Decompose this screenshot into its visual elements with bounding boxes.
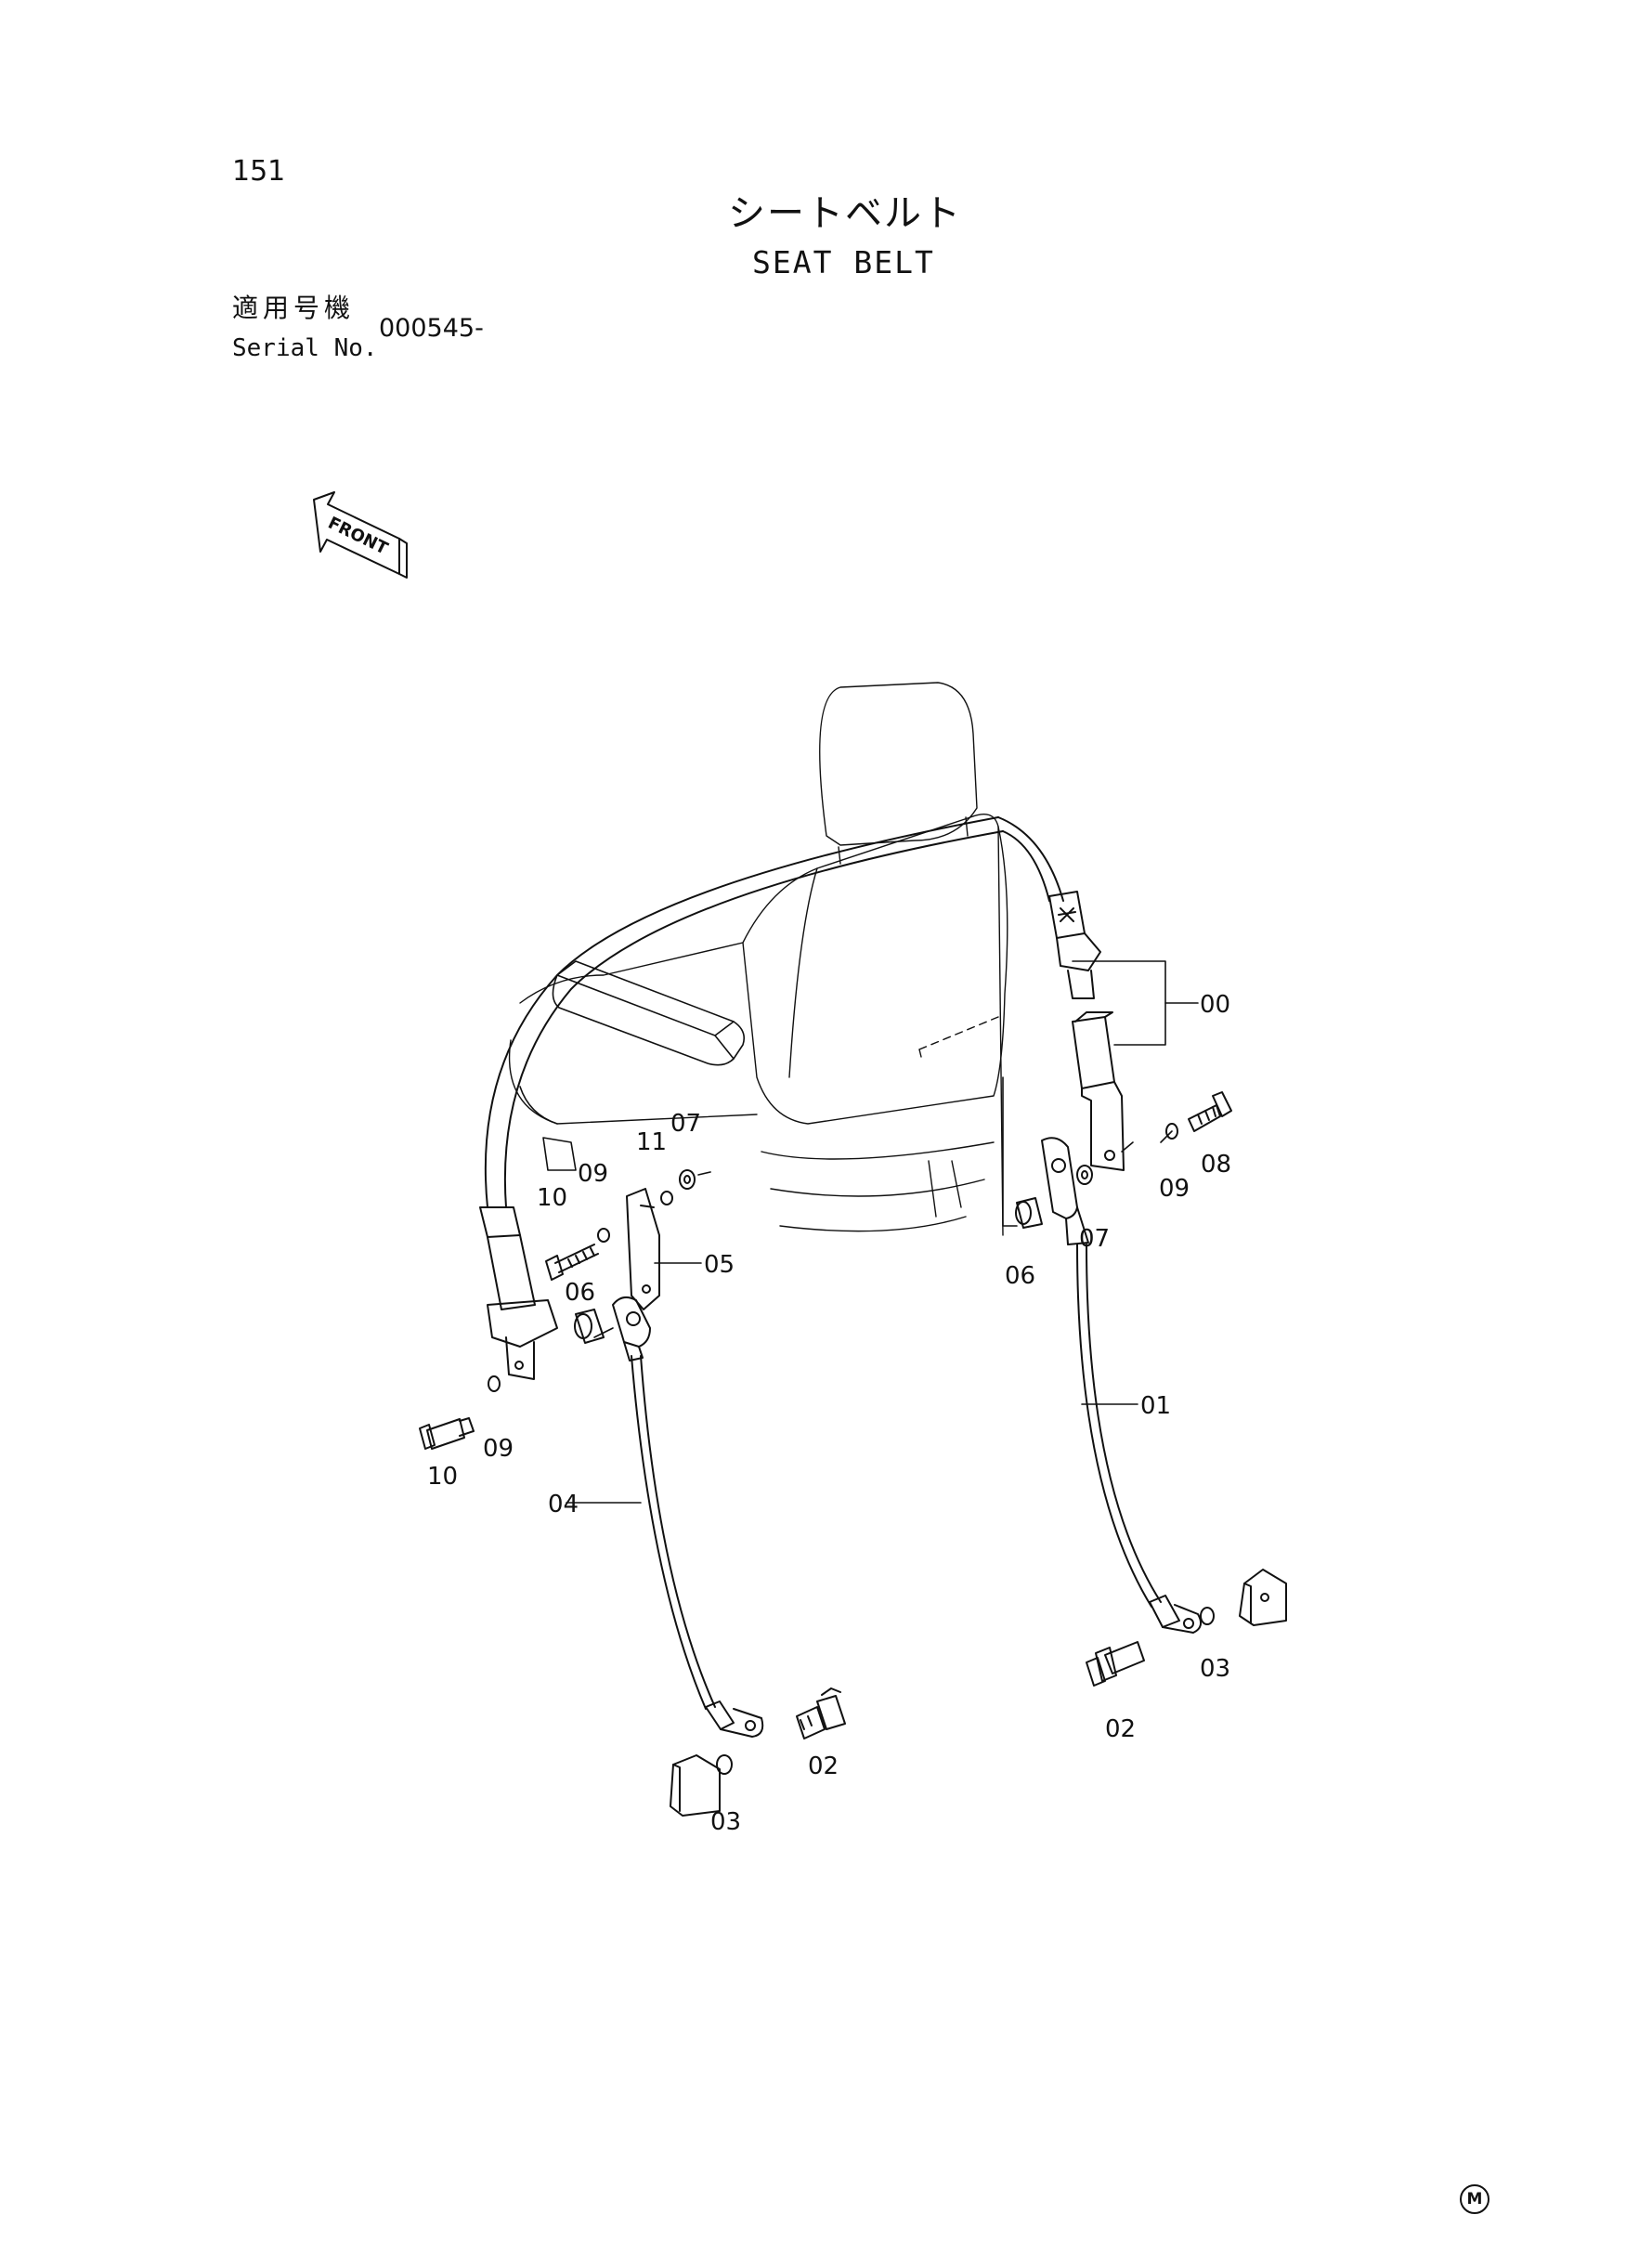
seat-belt-strap-left [479,816,1004,1380]
page-title-en: SEAT BELT [752,244,935,280]
part-label-09: 09 [483,1435,514,1463]
part-label-05: 05 [704,1251,735,1279]
front-arrow-icon [313,491,408,579]
part-label-07: 07 [1079,1225,1110,1253]
part-label-02: 02 [808,1752,839,1780]
bolts [419,1091,1232,1739]
part-label-06: 06 [565,1279,595,1307]
mounting-bracket [626,1188,660,1310]
mounting-plates [670,1569,1287,1817]
part-label-09: 09 [578,1160,608,1188]
part-label-08: 08 [1201,1151,1231,1179]
part-label-11: 11 [636,1128,667,1156]
manufacturer-mark: M [1460,2184,1489,2214]
seat-belt-buckle [1072,1011,1125,1171]
serial-label-jp: 適用号機 [232,293,356,323]
washers [488,1123,1215,1775]
armrest [519,960,746,1171]
part-label-10: 10 [537,1184,567,1212]
part-label-09: 09 [1159,1175,1190,1203]
part-label-03: 03 [710,1808,741,1836]
spacers [574,1197,1043,1344]
part-label-03: 03 [1200,1655,1230,1683]
front-label: FRONT [325,514,392,559]
operator-seat [508,682,1008,1236]
leader-lines [566,960,1199,1504]
serial-label-en: Serial No. [232,334,378,362]
part-label-07: 07 [670,1110,701,1138]
seat-belt-strap-right [997,816,1101,999]
page-number: 151 [232,155,286,188]
part-label-10: 10 [427,1463,458,1491]
part-label-06: 06 [1005,1262,1035,1290]
part-labels: 00 01 02 02 03 03 04 05 06 06 07 07 08 0… [427,991,1231,1836]
part-label-04: 04 [548,1491,579,1518]
part-label-01: 01 [1140,1392,1171,1420]
serial-value: 000545- [379,314,484,343]
part-label-00: 00 [1200,991,1230,1019]
ground-cables [612,1137,1203,1738]
part-label-02: 02 [1105,1715,1136,1743]
page-title-jp: シートベルト [728,192,962,235]
